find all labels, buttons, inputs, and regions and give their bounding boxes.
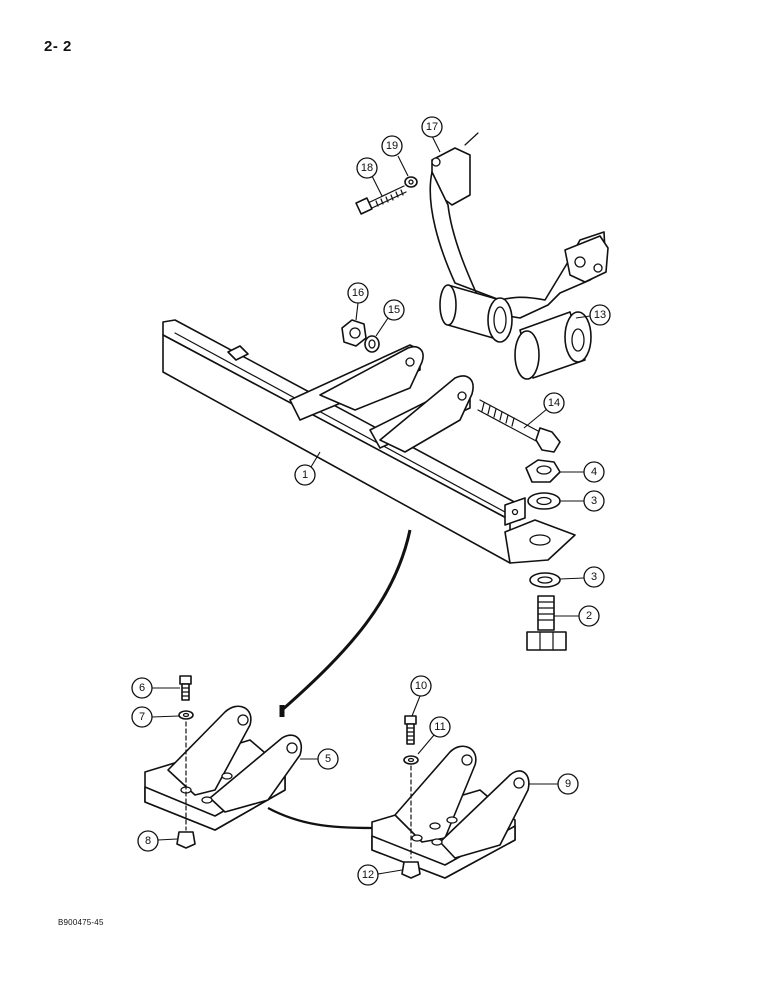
callout-19: 19	[381, 135, 409, 177]
bolt-part-14	[477, 399, 561, 453]
svg-text:15: 15	[388, 304, 400, 316]
frame-beam-part-1	[162, 319, 576, 564]
svg-text:18: 18	[361, 162, 373, 174]
callout-11: 11	[417, 716, 451, 755]
callout-14: 14	[523, 392, 565, 429]
svg-text:12: 12	[362, 869, 374, 881]
svg-text:1: 1	[302, 469, 308, 481]
bracket-part-17	[429, 132, 609, 343]
nut-part-4	[525, 459, 561, 483]
callout-12: 12	[357, 864, 403, 886]
callout-4: 4	[560, 461, 605, 483]
bushing-part-13	[514, 311, 592, 380]
foot-bracket-part-5	[144, 705, 302, 831]
callout-3-lower: 3	[559, 566, 605, 588]
svg-text:8: 8	[145, 835, 151, 847]
svg-text:2: 2	[586, 610, 592, 622]
callout-7: 7	[131, 706, 180, 728]
callout-5: 5	[300, 748, 339, 770]
callout-16: 16	[347, 282, 369, 321]
callout-8: 8	[137, 830, 178, 852]
svg-text:3: 3	[591, 495, 597, 507]
callout-9: 9	[528, 773, 579, 795]
page-number: 2- 2	[44, 38, 72, 55]
callout-2: 2	[554, 605, 600, 627]
svg-text:10: 10	[415, 680, 427, 692]
bolt-part-10	[404, 715, 417, 745]
bolt-part-18	[355, 185, 407, 215]
callout-18: 18	[356, 157, 383, 197]
callout-15: 15	[375, 299, 405, 337]
nut-part-16	[341, 319, 367, 347]
bolt-part-2	[526, 595, 567, 651]
svg-text:17: 17	[426, 121, 438, 133]
foot-bracket-part-9	[371, 745, 530, 879]
callout-1: 1	[294, 451, 321, 486]
svg-text:3: 3	[591, 571, 597, 583]
figure-code: B900475-45	[58, 918, 104, 927]
svg-text:14: 14	[548, 397, 560, 409]
reference-arc-upper	[281, 529, 412, 712]
svg-text:9: 9	[565, 778, 571, 790]
svg-text:13: 13	[594, 309, 606, 321]
svg-text:4: 4	[591, 466, 597, 478]
svg-text:19: 19	[386, 140, 398, 152]
reference-arc-lower	[267, 807, 373, 830]
svg-text:16: 16	[352, 287, 364, 299]
callout-17: 17	[421, 116, 443, 153]
svg-text:11: 11	[434, 721, 445, 733]
svg-text:7: 7	[139, 711, 145, 723]
svg-text:6: 6	[139, 682, 145, 694]
callout-6: 6	[131, 677, 180, 699]
svg-text:5: 5	[325, 753, 331, 765]
callout-13: 13	[575, 304, 611, 326]
callout-10: 10	[410, 675, 432, 717]
callout-3-upper: 3	[560, 490, 605, 512]
nut-part-8	[176, 831, 196, 849]
nut-part-12	[401, 861, 421, 879]
bolt-part-6	[179, 675, 192, 701]
